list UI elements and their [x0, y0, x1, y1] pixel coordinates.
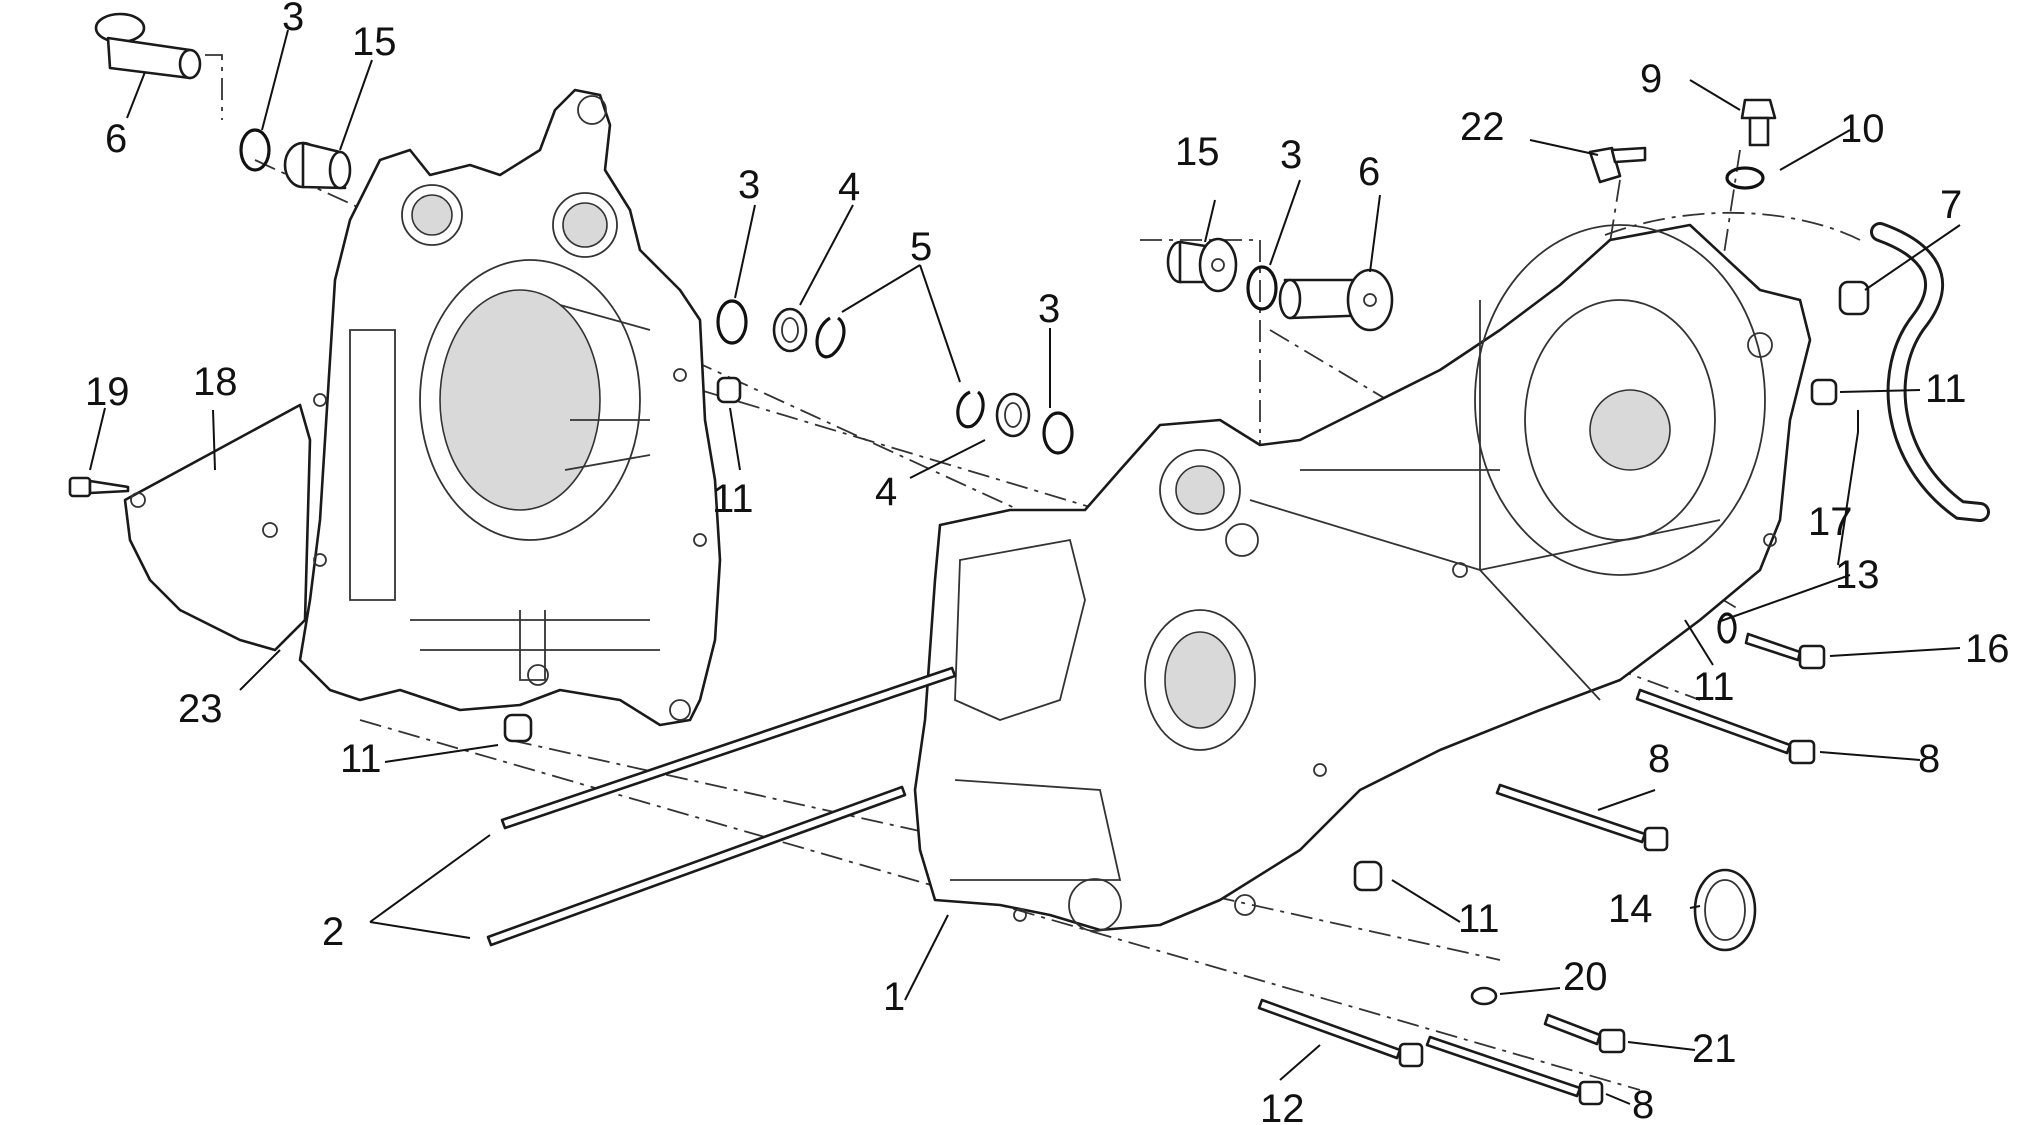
bolt-21	[1543, 1013, 1626, 1054]
dowel-11-d	[503, 713, 533, 743]
callout-5: 5	[910, 225, 932, 269]
callout-16: 16	[1965, 627, 2010, 671]
bushing-15-right	[1166, 237, 1238, 293]
pivot-bushing-6-left	[94, 12, 202, 80]
bolt-16	[1744, 632, 1826, 670]
o-ring-3-a	[716, 299, 748, 345]
callout-2: 2	[322, 910, 344, 954]
bolt-8-c	[1425, 1035, 1604, 1106]
dowel-11-c	[1353, 860, 1383, 892]
callout-23: 23	[178, 687, 223, 731]
callout-9: 9	[1640, 57, 1662, 101]
washer-4-b	[995, 392, 1031, 438]
callout-8-b: 8	[1648, 737, 1670, 781]
callout-6-right: 6	[1358, 150, 1380, 194]
callout-11-left: 11	[340, 737, 382, 781]
callout-11-lower: 11	[1458, 897, 1500, 941]
bolt-12	[1257, 998, 1424, 1068]
callout-11-right: 11	[1925, 367, 1967, 411]
left-crankcase-half	[298, 88, 722, 727]
callout-11-mid: 11	[712, 477, 754, 521]
callout-7: 7	[1940, 183, 1962, 227]
callout-4-mid-a: 4	[838, 165, 860, 209]
callout-3-mid-a: 3	[738, 163, 760, 207]
studs-2	[486, 666, 957, 947]
breather-hose-13-inner	[1873, 225, 1987, 519]
o-ring-10	[1725, 166, 1765, 190]
callout-6-left: 6	[105, 117, 127, 161]
callout-12: 12	[1260, 1087, 1305, 1125]
right-crankcase-half	[913, 223, 1812, 932]
callout-8-c: 8	[1632, 1083, 1654, 1125]
callout-15-left: 15	[352, 20, 397, 64]
callout-11-right-b: 11	[1693, 665, 1735, 709]
callout-10: 10	[1840, 107, 1885, 151]
washer-4-a	[772, 307, 808, 353]
bolt-8-b	[1495, 783, 1669, 852]
callout-4-mid-b: 4	[875, 470, 897, 514]
leader-lines	[89, 29, 1961, 1105]
callout-17: 17	[1808, 500, 1853, 544]
o-ring-17	[1717, 612, 1737, 644]
screw-19	[68, 476, 130, 498]
gasket-cover	[123, 403, 312, 652]
callout-3-mid-b: 3	[1038, 287, 1060, 331]
callout-19: 19	[85, 370, 130, 414]
breather-fitting-22	[1588, 146, 1647, 184]
dowel-11-b	[1810, 378, 1838, 406]
o-ring-3-left	[239, 128, 271, 172]
callout-8-a: 8	[1918, 737, 1940, 781]
callout-13: 13	[1835, 553, 1880, 597]
callout-3-right: 3	[1280, 133, 1302, 177]
callout-21: 21	[1692, 1027, 1737, 1071]
bushing-7	[1838, 280, 1870, 316]
callout-15-right: 15	[1175, 130, 1220, 174]
callout-3-top-left: 3	[282, 0, 304, 39]
washer-20	[1470, 986, 1498, 1006]
oil-seal-14	[1693, 868, 1757, 952]
o-ring-3-b	[1042, 411, 1074, 455]
circlip-5-a	[815, 316, 846, 359]
callout-1: 1	[883, 975, 905, 1019]
callout-14: 14	[1608, 887, 1653, 931]
bushing-15-left	[283, 141, 352, 190]
bolt-8-a	[1635, 688, 1816, 765]
circlip-5-b	[956, 390, 985, 429]
callout-18: 18	[193, 360, 238, 404]
callout-labels: 6 3 15 3 4 5 3 11 4 15 3 6 22 9 10 7 11 …	[85, 0, 2010, 1125]
o-ring-3-right	[1246, 265, 1278, 311]
callout-22: 22	[1460, 105, 1505, 149]
callout-20: 20	[1563, 955, 1608, 999]
pivot-bushing-6-right	[1278, 268, 1394, 332]
oil-plug-9	[1740, 98, 1777, 147]
dowel-11-a	[716, 376, 742, 404]
oil-seal-14-inner	[1704, 879, 1746, 941]
